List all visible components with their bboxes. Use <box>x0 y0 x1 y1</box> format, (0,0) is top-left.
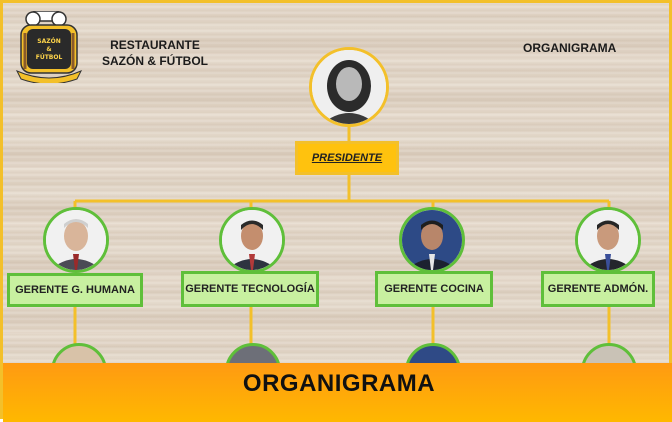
footer-title: ORGANIGRAMA <box>242 370 436 397</box>
restaurant-logo: SAZÓN & FÚTBOL <box>15 11 83 83</box>
president-photo <box>309 47 389 127</box>
person-portrait-icon <box>402 210 462 270</box>
logo-text-line1: SAZÓN <box>37 38 60 45</box>
manager-label: GERENTE COCINA <box>384 283 484 295</box>
restaurant-title-line2: SAZÓN & FÚTBOL <box>102 54 208 68</box>
manager-photo-kitchen <box>399 207 465 273</box>
manager-photo-technology <box>219 207 285 273</box>
manager-label: GERENTE G. HUMANA <box>15 284 135 296</box>
manager-node-human-resources: GERENTE G. HUMANA <box>7 273 143 307</box>
restaurant-title: RESTAURANTE SAZÓN & FÚTBOL <box>95 37 215 69</box>
manager-node-kitchen: GERENTE COCINA <box>375 271 493 307</box>
footer-banner: ORGANIGRAMA <box>3 363 672 422</box>
person-portrait-icon <box>222 210 282 270</box>
person-portrait-icon <box>578 210 638 270</box>
restaurant-title-line1: RESTAURANTE <box>110 38 200 52</box>
manager-node-administration: GERENTE ADMÓN. <box>541 271 655 307</box>
manager-node-technology: GERENTE TECNOLOGÍA <box>181 271 319 307</box>
manager-label: GERENTE TECNOLOGÍA <box>185 283 315 295</box>
manager-photo-human-resources <box>43 207 109 273</box>
person-portrait-icon <box>46 210 106 270</box>
president-label: PRESIDENTE <box>311 152 383 164</box>
connector-lines <box>73 123 611 348</box>
corner-title: ORGANIGRAMA <box>523 41 617 55</box>
logo-text-line3: FÚTBOL <box>36 54 63 61</box>
person-portrait-icon <box>312 50 386 124</box>
logo-text-line2: & <box>46 46 51 53</box>
manager-label: GERENTE ADMÓN. <box>547 283 649 295</box>
president-node: PRESIDENTE <box>295 141 399 175</box>
manager-photo-administration <box>575 207 641 273</box>
